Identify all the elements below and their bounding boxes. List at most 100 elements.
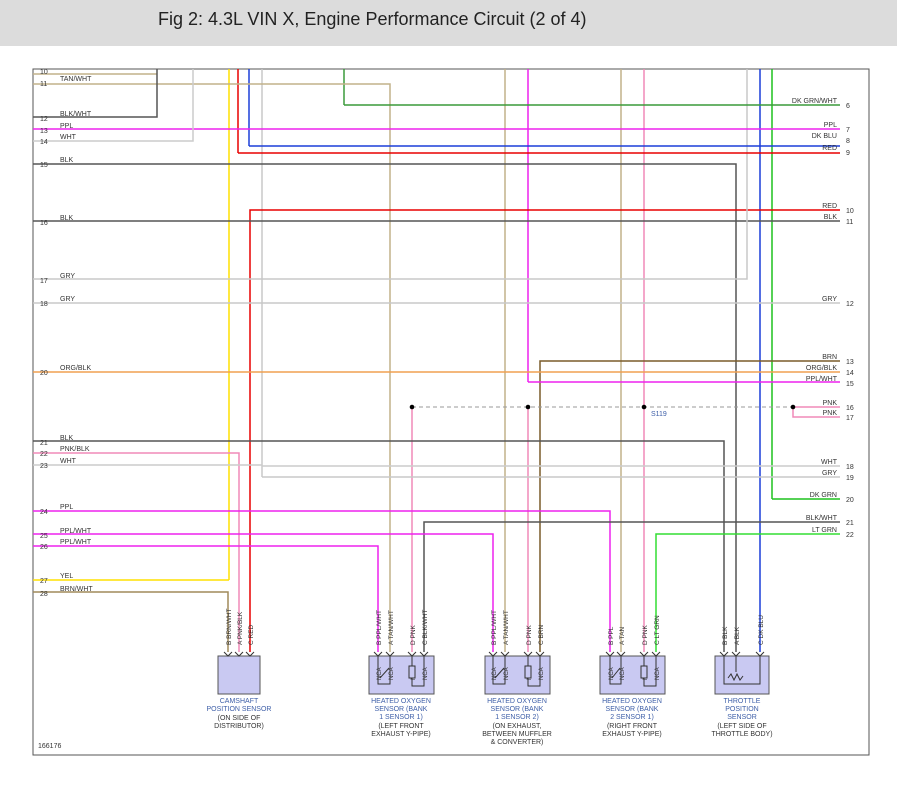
right-pin-wire-label: PNK	[823, 400, 838, 407]
component-name: SENSOR (BANK	[606, 706, 659, 713]
left-pin-wire-label: BLK	[60, 157, 74, 164]
left-pin-wire-label: GRY	[60, 273, 75, 280]
left-pin-number: 27	[40, 578, 48, 585]
right-pin-number: 21	[846, 520, 854, 527]
pin-label: B PPL	[608, 626, 615, 645]
left-pin-number: 23	[40, 463, 48, 470]
wire-ltgrn-22	[655, 533, 840, 652]
connector-chevron	[755, 651, 765, 657]
right-pin-number: 8	[846, 138, 850, 145]
left-pin-number: 25	[40, 533, 48, 540]
left-pin-wire-label: BRN/WHT	[60, 586, 93, 593]
component-location: DISTRIBUTOR)	[214, 723, 264, 730]
left-pin-number: 12	[40, 116, 48, 123]
left-pin-wire-label: WHT	[60, 134, 77, 141]
right-pin-number: 18	[846, 464, 854, 471]
pin-label: B BRN/WHT	[226, 609, 233, 646]
component-body	[714, 655, 770, 695]
sensor-loop	[609, 656, 622, 685]
component-location: (LEFT SIDE OF	[717, 723, 766, 730]
left-pin-wire-label: BLK	[60, 435, 74, 442]
wire-brnwht-28-cam	[33, 591, 229, 652]
wire-red-10-cam	[249, 209, 840, 652]
component-name: 1 SENSOR 2)	[495, 714, 539, 721]
connector-chevron	[605, 651, 615, 657]
connector-chevron	[488, 651, 498, 657]
right-pin-wire-label: DK GRN/WHT	[792, 98, 838, 105]
wire-wht-14	[33, 69, 194, 142]
tps-resistor	[727, 672, 744, 682]
connector-tag: NCA	[504, 667, 510, 680]
sensor-arrow	[494, 667, 505, 679]
left-pin-wire-label: ORG/BLK	[60, 365, 91, 372]
heater-element	[524, 665, 532, 679]
component-location: (RIGHT FRONT	[607, 723, 658, 730]
right-pin-wire-label: ORG/BLK	[806, 365, 837, 372]
wire-blkwht-21	[423, 521, 840, 652]
connector-chevron	[234, 651, 244, 657]
wire-blk-15-tps	[33, 163, 737, 652]
right-pin-wire-label: BLK/WHT	[806, 515, 838, 522]
right-pin-wire-label: BLK	[824, 214, 838, 221]
connector-tag: NCA	[423, 667, 429, 680]
component-name: SENSOR (BANK	[375, 706, 428, 713]
component-body	[217, 655, 261, 695]
left-pin-number: 14	[40, 139, 48, 146]
component-location: THROTTLE BODY)	[711, 731, 772, 738]
left-pin-number: 16	[40, 220, 48, 227]
connector-chevron	[616, 651, 626, 657]
right-pin-number: 13	[846, 359, 854, 366]
right-pin-number: 7	[846, 127, 850, 134]
right-pin-wire-label: GRY	[822, 470, 837, 477]
title-bar: Fig 2: 4.3L VIN X, Engine Performance Ci…	[0, 0, 897, 46]
left-pin-number: 15	[40, 162, 48, 169]
right-pin-number: 11	[846, 219, 853, 226]
pin-label: C DK BLU	[758, 615, 765, 645]
right-pin-number: 19	[846, 475, 854, 482]
right-pin-number: 14	[846, 370, 854, 377]
component-name: SENSOR (BANK	[491, 706, 544, 713]
wire-pplwht-25	[33, 533, 494, 652]
pin-label: A TAN/WHT	[503, 610, 510, 645]
left-pin-wire-label: WHT	[60, 458, 77, 465]
right-pin-number: 12	[846, 301, 854, 308]
pin-label: C RED	[248, 624, 255, 645]
right-pin-number: 22	[846, 532, 854, 539]
figure-id: 166176	[38, 743, 61, 750]
pin-label: D PNK	[642, 624, 649, 645]
component-body	[599, 655, 666, 695]
right-pin-number: 9	[846, 150, 850, 157]
connector-tag: NCA	[377, 667, 383, 680]
component-location: BETWEEN MUFFLER	[482, 731, 552, 738]
splice-dot	[409, 404, 415, 410]
splice-dot	[641, 404, 647, 410]
component-location: (LEFT FRONT	[378, 723, 424, 730]
left-pin-number: 22	[40, 451, 48, 458]
left-pin-wire-label: PPL/WHT	[60, 539, 92, 546]
component-name: SENSOR	[727, 714, 757, 721]
connector-chevron	[245, 651, 255, 657]
component-body	[484, 655, 551, 695]
wire-pplwht-26	[33, 545, 379, 652]
component-name: HEATED OXYGEN	[602, 698, 662, 705]
right-pin-number: 20	[846, 497, 854, 504]
connector-chevron	[373, 651, 383, 657]
pin-label: C LT GRN	[654, 615, 661, 645]
left-pin-wire-label: PPL/WHT	[60, 528, 92, 535]
connector-chevron	[731, 651, 741, 657]
connector-tag: NCA	[389, 667, 395, 680]
left-pin-number: 26	[40, 544, 48, 551]
connector-tag: NCA	[492, 667, 498, 680]
right-pin-wire-label: DK BLU	[812, 133, 837, 140]
right-pin-wire-label: WHT	[821, 459, 838, 466]
pin-label: B PPL/WHT	[491, 610, 498, 645]
right-pin-wire-label: PNK	[823, 410, 838, 417]
left-pin-wire-label: YEL	[60, 573, 73, 580]
left-pin-number: 10	[40, 69, 48, 76]
right-pin-number: 6	[846, 103, 850, 110]
